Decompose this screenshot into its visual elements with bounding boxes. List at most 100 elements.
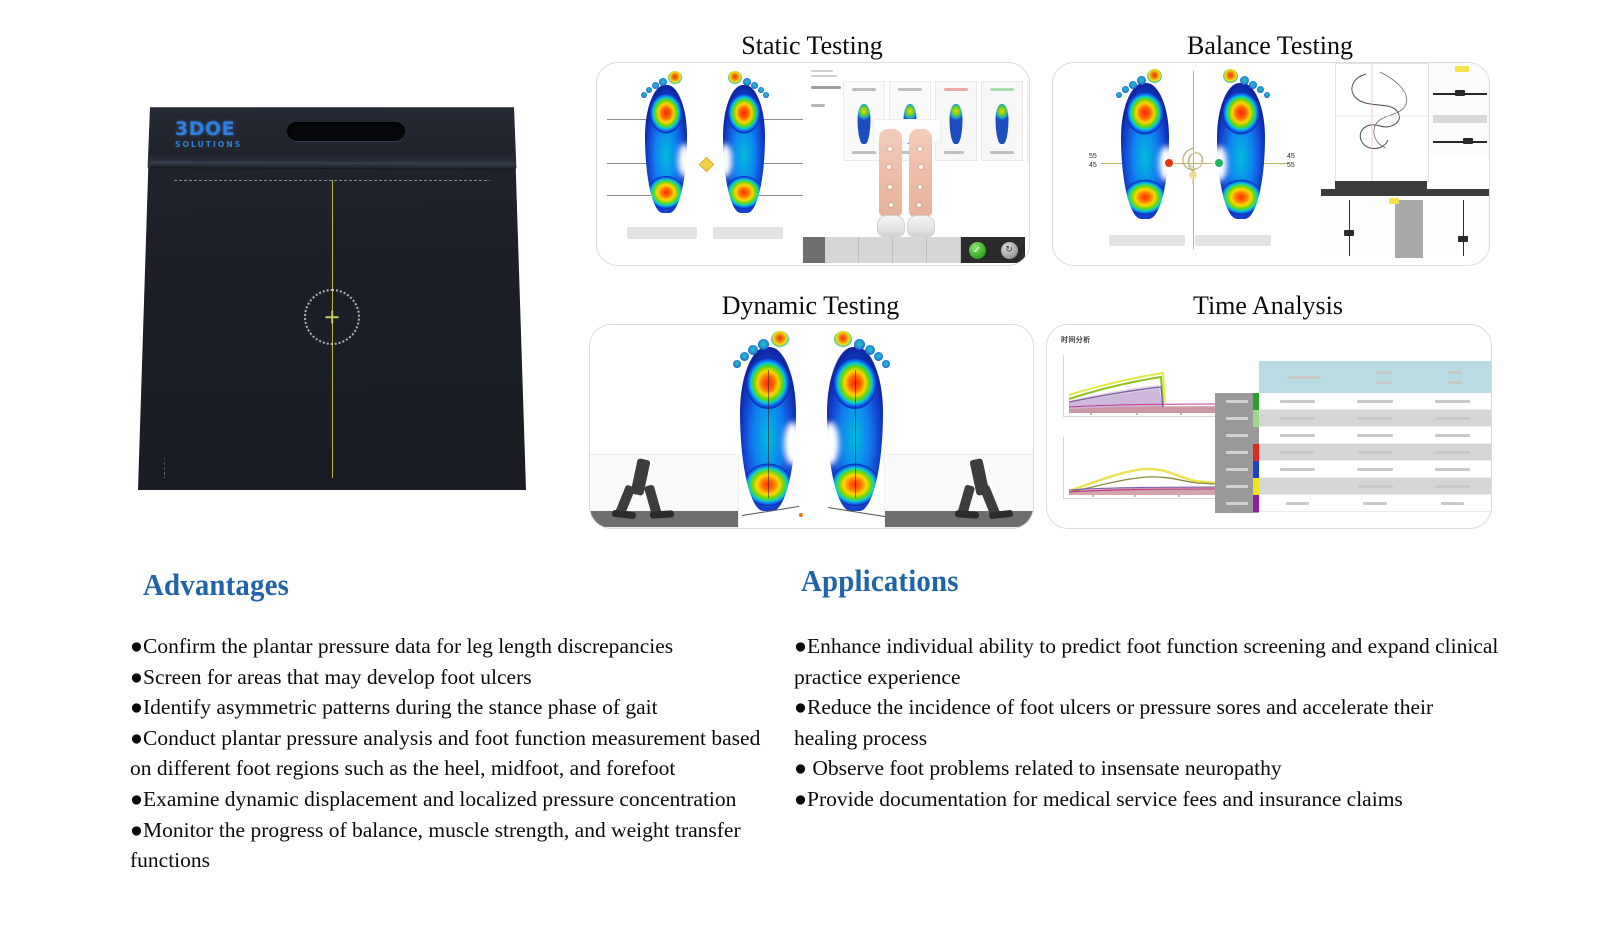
region-label — [1215, 478, 1259, 495]
reflective-marker — [918, 147, 922, 151]
cell-value — [1363, 502, 1387, 505]
cell-value — [1357, 451, 1393, 454]
foot-pressure-left — [645, 85, 691, 213]
readout-cell — [927, 237, 961, 263]
advantage-item: ●Confirm the plantar pressure data for l… — [130, 634, 674, 658]
meta-bar — [811, 75, 837, 77]
region-label — [1215, 427, 1259, 444]
guide-line — [607, 195, 651, 196]
cell-value — [1357, 417, 1393, 420]
thumbnail-label — [990, 151, 1014, 154]
balance-analysis-area — [1309, 63, 1489, 265]
screenshot-dynamic-testing — [589, 324, 1034, 529]
right-foot-readout-bar — [1195, 235, 1271, 246]
toe-left-4 — [1122, 86, 1129, 93]
region-color-chips — [1253, 393, 1260, 513]
thumbnail-label — [944, 151, 964, 154]
arch-cutout — [821, 422, 839, 466]
toe-right-4 — [758, 87, 764, 93]
cell — [1259, 427, 1337, 444]
thumbnail-foot-map — [857, 104, 871, 144]
range-knob[interactable] — [1455, 90, 1465, 96]
toe-right-5 — [882, 360, 890, 368]
big-toe-left — [668, 71, 682, 84]
static-thumbnail-selected[interactable] — [981, 81, 1023, 161]
logo-tagline: SOLUTIONS — [175, 139, 243, 149]
chart-axis-left — [1349, 200, 1350, 256]
reflective-marker — [887, 165, 891, 169]
region-chip — [1253, 444, 1260, 461]
region-label — [1215, 410, 1259, 427]
screenshot-time-analysis: 时间分析 — [1046, 324, 1492, 529]
cell — [1259, 478, 1337, 495]
readout-cell — [825, 237, 859, 263]
readout-cell — [859, 237, 893, 263]
meta-bar — [811, 104, 825, 107]
gait-line-left — [768, 369, 769, 498]
thumbnail-caption — [990, 88, 1014, 91]
application-item: ● Observe foot problems related to insen… — [794, 756, 1282, 781]
cell — [1259, 444, 1337, 461]
static-pressure-map — [605, 67, 805, 261]
toe-left-2 — [659, 78, 667, 86]
guide-line — [607, 163, 651, 164]
header-cell-left — [1348, 361, 1419, 393]
application-item: ●Provide documentation for medical servi… — [794, 786, 1403, 811]
shoe-left — [877, 215, 905, 237]
toolbar-action-area: ✓ ↻ — [961, 237, 1025, 263]
table-row — [1259, 444, 1491, 461]
region-chip — [1253, 410, 1260, 427]
region-label — [1215, 461, 1259, 478]
foot-pressure-right — [821, 347, 883, 511]
table-row — [1259, 393, 1491, 410]
toe-right-4 — [1257, 86, 1264, 93]
cell — [1259, 410, 1337, 427]
cell-value — [1357, 434, 1393, 437]
guide-line — [607, 119, 651, 120]
cell-value — [1434, 400, 1471, 403]
cell — [1413, 410, 1491, 427]
range-knob[interactable] — [1463, 138, 1473, 144]
static-thumbnail[interactable] — [1027, 81, 1029, 161]
cell — [1413, 427, 1491, 444]
region-label — [1215, 495, 1259, 512]
table-header-row — [1259, 361, 1491, 393]
left-foot-readout-bar — [627, 227, 697, 239]
balance-right-bottom-value: 55 — [1287, 161, 1295, 169]
static-thumbnail[interactable] — [843, 81, 885, 161]
table-row — [1259, 495, 1491, 512]
cell — [1259, 461, 1337, 478]
table-row — [1259, 410, 1491, 427]
confirm-check-icon[interactable]: ✓ — [968, 241, 986, 259]
leg-right — [909, 129, 932, 217]
big-toe-left — [771, 331, 789, 347]
header-text — [1286, 375, 1321, 379]
arch-cutout — [719, 143, 732, 178]
refresh-icon[interactable]: ↻ — [1000, 241, 1018, 259]
balance-range-chart-top — [1429, 63, 1489, 155]
application-item: ●Reduce the incidence of foot ulcers or … — [794, 695, 1434, 750]
toolbar-left-labels — [803, 237, 825, 263]
header-text-bottom — [1376, 380, 1391, 384]
gait-photo-right — [884, 454, 1033, 528]
center-of-pressure-trace — [1182, 147, 1204, 185]
balance-percent-right: 45 55 — [1287, 153, 1295, 171]
logo-wordmark: 3DOE — [175, 117, 236, 140]
leg-left — [879, 129, 902, 217]
shoe-right — [907, 215, 935, 237]
value-bar — [1395, 200, 1423, 258]
cell — [1336, 444, 1414, 461]
highlight-tag — [1455, 66, 1469, 72]
big-toe-left — [1147, 69, 1162, 83]
arch-cutout — [678, 143, 691, 178]
panel-title-dynamic: Dynamic Testing — [721, 291, 900, 320]
cell — [1336, 461, 1414, 478]
cell-value — [1434, 434, 1471, 437]
guide-line — [759, 119, 803, 120]
guide-line — [759, 195, 803, 196]
product-photo: 3DOE SOLUTIONS — [122, 96, 542, 496]
toe-left-4 — [740, 352, 749, 361]
balance-bar-chart — [1321, 196, 1489, 258]
cell-value — [1279, 451, 1316, 454]
